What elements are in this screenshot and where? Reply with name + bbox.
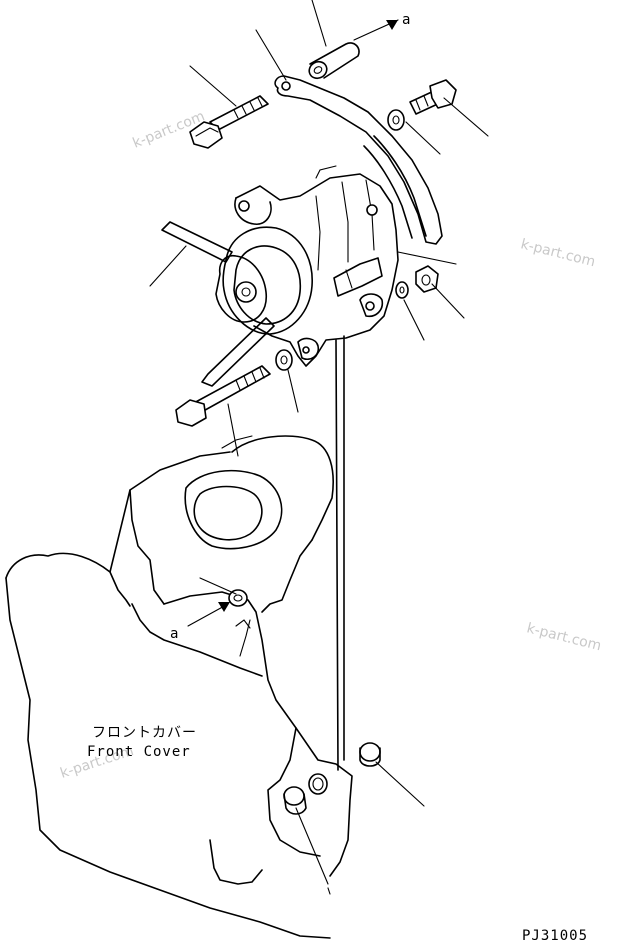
arrow-a-top-label: a — [402, 12, 411, 28]
leader-lines — [149, 0, 489, 895]
front-cover-outline — [5, 435, 353, 939]
drawing-code: PJ31005 — [522, 928, 588, 944]
bolt-upper-right — [409, 79, 457, 115]
arrow-a-bottom-label: a — [170, 626, 179, 642]
watermark-3: k-part.com — [525, 620, 603, 654]
watermarks: k-part.com k-part.com k-part.com k-part.… — [58, 108, 603, 781]
bolt-upper-left — [189, 95, 269, 149]
nut-mid-right — [395, 265, 439, 299]
arrow-a-bottom: a — [170, 602, 230, 642]
fan-belt — [161, 221, 275, 387]
washer-upper-right — [387, 109, 405, 131]
adjust-bracket — [274, 75, 443, 245]
watermark-2: k-part.com — [519, 236, 597, 270]
bolt-lower-long — [175, 349, 293, 427]
front-cover-label-jp: フロントカバー — [92, 725, 197, 741]
lower-spacer — [283, 742, 381, 815]
top-spacer — [308, 42, 360, 80]
lower-washer — [228, 589, 248, 607]
support-rod — [335, 335, 345, 771]
arrow-a-top: a — [353, 12, 411, 41]
front-cover-label-en: Front Cover — [87, 744, 191, 760]
alternator — [215, 165, 399, 367]
